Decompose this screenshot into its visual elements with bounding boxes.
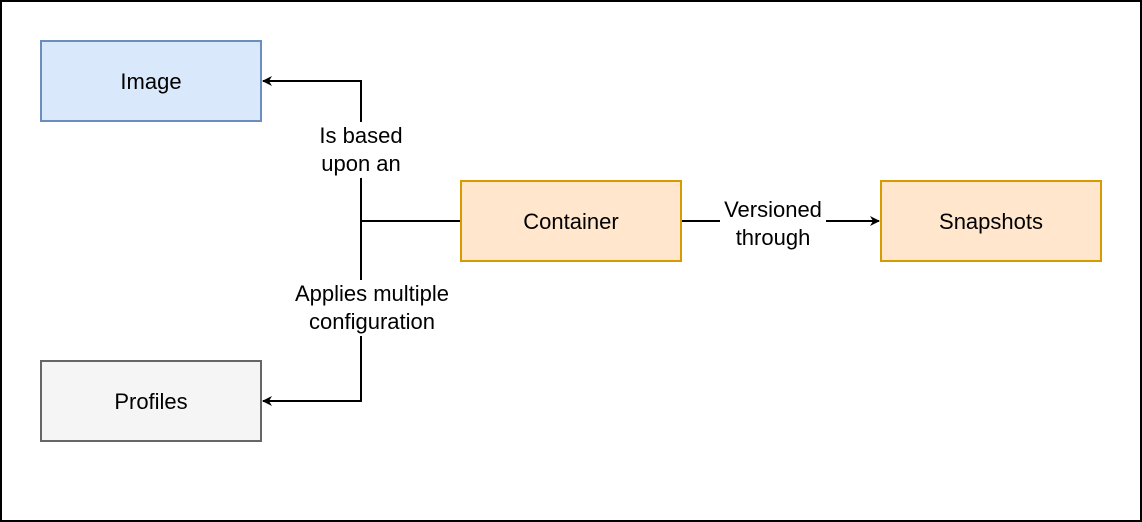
- node-snapshots[interactable]: Snapshots: [880, 180, 1102, 262]
- node-profiles-label: Profiles: [114, 389, 187, 414]
- node-container-label: Container: [523, 209, 618, 234]
- edge-label-based-upon-line2: upon an: [321, 151, 401, 176]
- edge-label-based-upon: Is based upon an: [308, 122, 414, 178]
- node-image-box: [40, 40, 262, 122]
- edge-label-versioned-through-line1: Versioned: [724, 197, 822, 222]
- node-profiles[interactable]: Profiles: [40, 360, 262, 442]
- edge-label-versioned-through-line2: through: [736, 225, 811, 250]
- edge-label-based-upon-line1: Is based: [319, 123, 402, 148]
- node-snapshots-label: Snapshots: [939, 209, 1043, 234]
- node-profiles-box: [40, 360, 262, 442]
- node-image-label: Image: [120, 69, 181, 94]
- node-container-box: [460, 180, 682, 262]
- node-container[interactable]: Container: [460, 180, 682, 262]
- node-snapshots-box: [880, 180, 1102, 262]
- node-image[interactable]: Image: [40, 40, 262, 122]
- edge-label-applies-configuration: Applies multiple configuration: [284, 280, 460, 336]
- edge-label-versioned-through: Versioned through: [720, 196, 826, 252]
- edge-label-applies-configuration-line2: configuration: [309, 309, 435, 334]
- edge-label-applies-configuration-line1: Applies multiple: [295, 281, 449, 306]
